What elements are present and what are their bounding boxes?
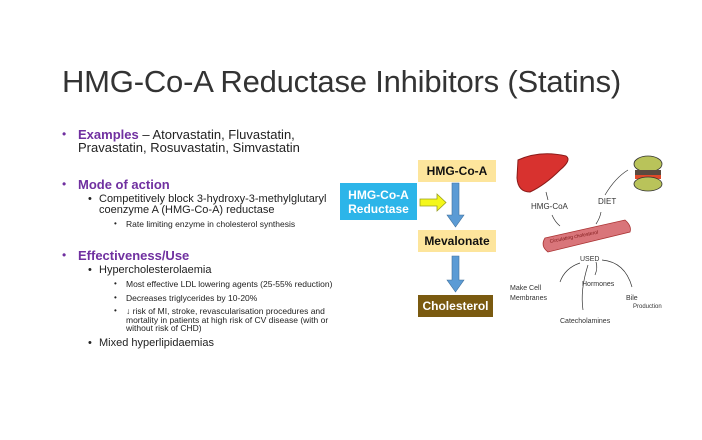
liver-drawing <box>516 153 569 193</box>
effect-heading: Effectiveness/Use <box>62 249 352 262</box>
sketch-hormones: Hormones <box>582 281 615 288</box>
sketch-used: USED <box>580 256 599 263</box>
slide-title: HMG-Co-A Reductase Inhibitors (Statins) <box>62 64 622 99</box>
down-arrow-1 <box>446 182 465 228</box>
sketch-bile: Production <box>633 304 662 310</box>
hmg-coa-box: HMG-Co-A <box>418 160 496 182</box>
blood-vessel-drawing <box>542 219 631 253</box>
sketch-membranes: Membranes <box>510 295 547 302</box>
mode-heading: Mode of action <box>62 178 352 191</box>
effect-point1: Hypercholesterolaemia <box>62 264 352 276</box>
effect-sub: Most effective LDL lowering agents (25-5… <box>62 280 352 289</box>
mode-sub: Rate limiting enzyme in cholesterol synt… <box>62 220 352 229</box>
sketch-diet: DIET <box>598 197 616 206</box>
effect-point2: Mixed hyperlipidaemias <box>62 337 352 349</box>
burger-drawing <box>633 155 663 192</box>
enzyme-arrow <box>419 193 447 212</box>
sketch-membranes: Make Cell <box>510 285 542 292</box>
cholesterol-box: Cholesterol <box>418 295 493 317</box>
sketch-bile: Bile <box>626 295 638 302</box>
down-arrow-2 <box>446 255 465 293</box>
examples-bullet: Examples – Atorvastatin, Fluvastatin, Pr… <box>62 128 352 154</box>
effect-sub: Decreases triglycerides by 10-20% <box>62 293 352 303</box>
sketch-hmg: HMG-CoA <box>531 202 569 211</box>
bullet-list: Examples – Atorvastatin, Fluvastatin, Pr… <box>62 128 352 348</box>
effect-sub: ↓ risk of MI, stroke, revascularisation … <box>62 307 352 333</box>
sketch-catechol: Catecholamines <box>560 318 611 325</box>
reductase-box: HMG-Co-A Reductase <box>340 183 417 220</box>
mode-point: Competitively block 3-hydroxy-3-methylgl… <box>62 194 352 216</box>
mevalonate-box: Mevalonate <box>418 230 496 252</box>
